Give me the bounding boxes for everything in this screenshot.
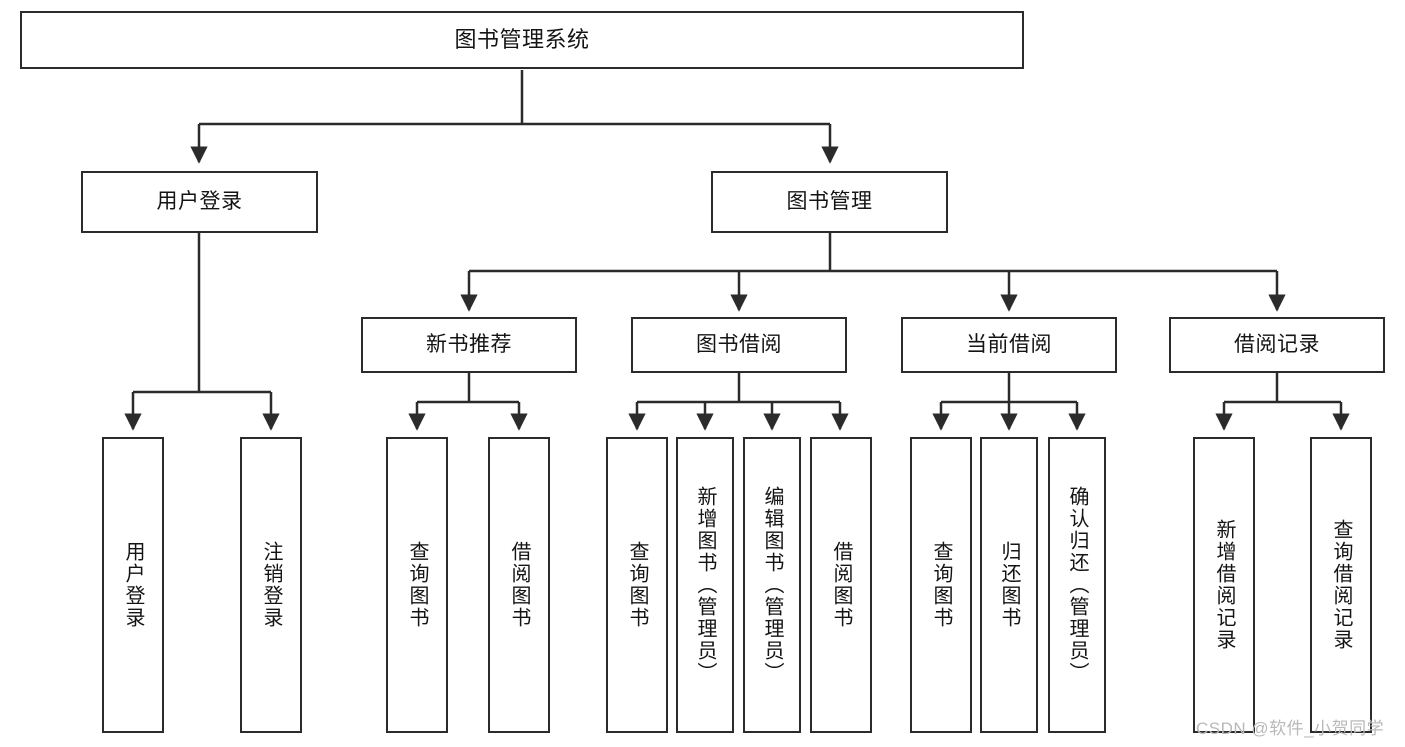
node-leaf-query-book-1[interactable]: 查询图书 (386, 437, 448, 733)
node-leaf-add-book-label: 新增图书（管理员） (694, 486, 716, 684)
node-current-borrow[interactable]: 当前借阅 (901, 317, 1117, 373)
node-leaf-query-record[interactable]: 查询借阅记录 (1310, 437, 1372, 733)
node-root-label: 图书管理系统 (454, 26, 590, 52)
node-book-manage[interactable]: 图书管理 (711, 171, 948, 233)
node-leaf-return-book[interactable]: 归还图书 (980, 437, 1038, 733)
node-new-book-rec[interactable]: 新书推荐 (361, 317, 577, 373)
node-leaf-edit-book-label: 编辑图书（管理员） (761, 486, 783, 684)
node-leaf-borrow-book-1[interactable]: 借阅图书 (488, 437, 550, 733)
node-borrow-record-label: 借阅记录 (1234, 333, 1320, 357)
node-leaf-logout-label: 注销登录 (260, 541, 282, 629)
node-leaf-query-book-2[interactable]: 查询图书 (606, 437, 668, 733)
node-current-borrow-label: 当前借阅 (966, 333, 1052, 357)
node-leaf-query-book-1-label: 查询图书 (406, 541, 428, 629)
watermark: CSDN @软件_小贺同学 (1196, 719, 1385, 738)
node-leaf-return-book-label: 归还图书 (998, 541, 1020, 629)
node-leaf-logout[interactable]: 注销登录 (240, 437, 302, 733)
node-leaf-confirm-return-label: 确认归还（管理员） (1066, 486, 1088, 684)
node-leaf-query-book-3-label: 查询图书 (930, 541, 952, 629)
node-leaf-query-record-label: 查询借阅记录 (1330, 519, 1352, 651)
node-leaf-borrow-book-2-label: 借阅图书 (830, 541, 852, 629)
node-leaf-query-book-3[interactable]: 查询图书 (910, 437, 972, 733)
node-leaf-confirm-return[interactable]: 确认归还（管理员） (1048, 437, 1106, 733)
node-user-login-label: 用户登录 (156, 190, 243, 214)
node-leaf-borrow-book-1-label: 借阅图书 (508, 541, 530, 629)
node-borrow-record[interactable]: 借阅记录 (1169, 317, 1385, 373)
node-leaf-add-record-label: 新增借阅记录 (1213, 519, 1235, 651)
node-new-book-rec-label: 新书推荐 (426, 333, 512, 357)
node-leaf-borrow-book-2[interactable]: 借阅图书 (810, 437, 872, 733)
node-leaf-user-login[interactable]: 用户登录 (102, 437, 164, 733)
node-leaf-add-book[interactable]: 新增图书（管理员） (676, 437, 734, 733)
node-user-login[interactable]: 用户登录 (81, 171, 318, 233)
node-leaf-user-login-label: 用户登录 (122, 541, 144, 629)
node-book-borrow[interactable]: 图书借阅 (631, 317, 847, 373)
node-book-borrow-label: 图书借阅 (696, 333, 782, 357)
node-root[interactable]: 图书管理系统 (20, 11, 1024, 69)
node-leaf-edit-book[interactable]: 编辑图书（管理员） (743, 437, 801, 733)
node-leaf-query-book-2-label: 查询图书 (626, 541, 648, 629)
node-leaf-add-record[interactable]: 新增借阅记录 (1193, 437, 1255, 733)
node-book-manage-label: 图书管理 (786, 190, 873, 214)
